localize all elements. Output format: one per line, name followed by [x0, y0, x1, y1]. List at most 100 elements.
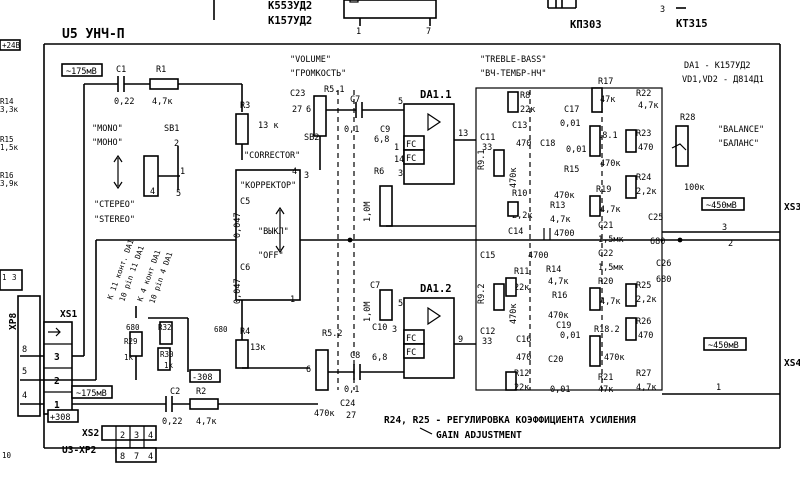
r680a-label: 680 — [126, 323, 140, 332]
off-ru-label: "ВЫКЛ" — [258, 227, 289, 237]
svg-text:2: 2 — [174, 139, 179, 149]
side-r15: R15 — [0, 135, 14, 144]
module-title: U5 УНЧ-П — [62, 27, 125, 42]
r32-label: R32 — [158, 323, 172, 332]
xs1-connector: XS1 3 2 1 — [20, 309, 77, 415]
r181-label: R18.1 — [592, 131, 618, 141]
xp8-label: XP8 — [8, 313, 19, 330]
c6-label: C6 — [240, 263, 250, 273]
mono-ru-label: "МОНО" — [92, 138, 123, 148]
off-en-label: "OFF" — [258, 251, 284, 261]
corrector-en: "CORRECTOR" — [244, 151, 300, 161]
c5-label: C5 — [240, 197, 250, 207]
r24-value: 2,2к — [636, 187, 656, 197]
xs3-label: XS3 — [784, 202, 800, 213]
r11-label: R11 — [514, 267, 529, 277]
left-side: +24В R14 3,3к R15 1,5к R16 3,9к 1 3 XP8 … — [0, 39, 41, 460]
svg-text:14: 14 — [394, 155, 404, 165]
c1-label: C1 — [116, 65, 126, 75]
c5-value: 0,047 — [233, 212, 243, 238]
xs2-connector: XS2 2 3 4 U3-XP2 8 7 4 — [62, 425, 157, 463]
bottom-input-path: C2 0,22 R2 4,7к — [72, 387, 318, 427]
xs2-label: XS2 — [82, 428, 99, 439]
opamp-triangle-icon — [427, 112, 442, 132]
c6-value: 0,047 — [233, 278, 243, 304]
treble-ru: "ВЧ-ТЕМБР-НЧ" — [480, 69, 547, 79]
c20-label: C20 — [548, 355, 563, 365]
sb1-label: SB1 — [164, 124, 179, 134]
u3-label: U3-XP2 — [62, 445, 96, 456]
top-input-path: C1 0,22 R1 4,7к — [72, 65, 242, 357]
pot-arrow-icon — [671, 143, 687, 151]
v-in-top: ~175мВ — [66, 67, 97, 77]
sb2-switch-box — [235, 169, 301, 301]
svg-text:9: 9 — [458, 335, 463, 345]
r21-value: 47к — [598, 385, 613, 395]
r52-label: R5.2 — [322, 329, 342, 339]
xs1-label: XS1 — [60, 309, 77, 320]
side-r14: R14 — [0, 97, 14, 106]
c9-value: 6,8 — [374, 135, 389, 145]
r11-value: 22к — [514, 283, 529, 293]
input-voltage-flags: ~175мВ ~175мВ +308 -308 — [47, 63, 221, 423]
updown-arrow-icon — [113, 154, 123, 190]
header-pinouts: К553УД2 К157УД2 1 7 КП303 3 КТ315 — [213, 0, 708, 37]
note-pointer-icon — [419, 427, 433, 435]
c26-value: 680 — [656, 275, 671, 285]
sb2-label: SB2 — [304, 133, 319, 143]
svg-text:10: 10 — [2, 451, 12, 460]
da11-label: DA1.1 — [420, 89, 452, 101]
note-ru: R24, R25 - РЕГУЛИРОВКА КОЭФФИЦИЕНТА УСИЛ… — [384, 415, 636, 426]
r30-value: 1к — [164, 361, 174, 370]
r4-label: R4 — [240, 327, 250, 337]
ic-pin-1: 1 — [356, 27, 361, 37]
c19-label: C19 — [556, 321, 571, 331]
r10-value: 2,2к — [512, 211, 532, 221]
v-out-bottom: ~450мВ — [708, 341, 739, 351]
r13-label: R13 — [550, 201, 565, 211]
r5-value: 470к — [314, 409, 334, 419]
c13-value: 470 — [516, 139, 531, 149]
legend-line1: DA1 - К157УД2 — [684, 61, 751, 71]
svg-text:6: 6 — [306, 105, 311, 115]
svg-text:6: 6 — [306, 365, 311, 375]
c9-label: C9 — [380, 125, 390, 135]
da11-section: C7 0,1 5 DA1.1 FC FC C9 6,8 1 14 3 13 R6… — [326, 89, 476, 227]
r22-label: R22 — [636, 89, 651, 99]
volume-section: "VOLUME" "ГРОМКОСТЬ" C23 27 R5.1 SB2 6 R… — [290, 55, 355, 419]
c7-value: 0,1 — [344, 125, 359, 135]
c18-label: C18 — [540, 139, 555, 149]
balance-en: "BALANCE" — [718, 125, 764, 135]
r91-label: R9.1 — [477, 150, 487, 170]
fet-pins-icon — [547, 0, 577, 9]
v-in-bottom: ~175мВ — [76, 389, 107, 399]
c2-value: 0,22 — [162, 417, 182, 427]
tone-section: "TREBLE-BASS" "ВЧ-ТЕМБР-НЧ" C11 33 R9.1 … — [475, 55, 663, 395]
c14-value: 4700 — [554, 229, 574, 239]
r7-value: 1,0М — [363, 302, 373, 322]
r1-label: R1 — [156, 65, 166, 75]
r4-value: 13к — [250, 343, 265, 353]
c19-value: 0,01 — [560, 331, 580, 341]
r26-label: R26 — [636, 317, 651, 327]
r29-value: 1к — [124, 353, 134, 362]
r8-value: 22к — [520, 105, 535, 115]
module-frame: U5 УНЧ-П — [43, 27, 781, 449]
r29-label: R29 — [124, 337, 138, 346]
divider-network: К 11 конт. DA1 10 pin 11 DA1 К 4 конт DA… — [105, 238, 228, 380]
svg-text:4: 4 — [292, 167, 297, 177]
plus24-label: +24В — [2, 41, 21, 50]
svg-text:1: 1 — [394, 143, 399, 153]
side-r15-value: 1,5к — [0, 143, 19, 152]
svg-text:3: 3 — [398, 169, 403, 179]
balance-ru: "БАЛАНС" — [718, 139, 759, 149]
r10-label: R10 — [512, 189, 527, 199]
c16-value: 470 — [516, 353, 531, 363]
r23-label: R23 — [636, 129, 651, 139]
c12-value: 33 — [482, 337, 492, 347]
fc1-label: FC — [406, 140, 416, 150]
c21-label: C21 — [598, 221, 613, 231]
r24-label: R24 — [636, 173, 651, 183]
legend: DA1 - К157УД2 VD1,VD2 - Д814Д1 — [682, 61, 764, 85]
